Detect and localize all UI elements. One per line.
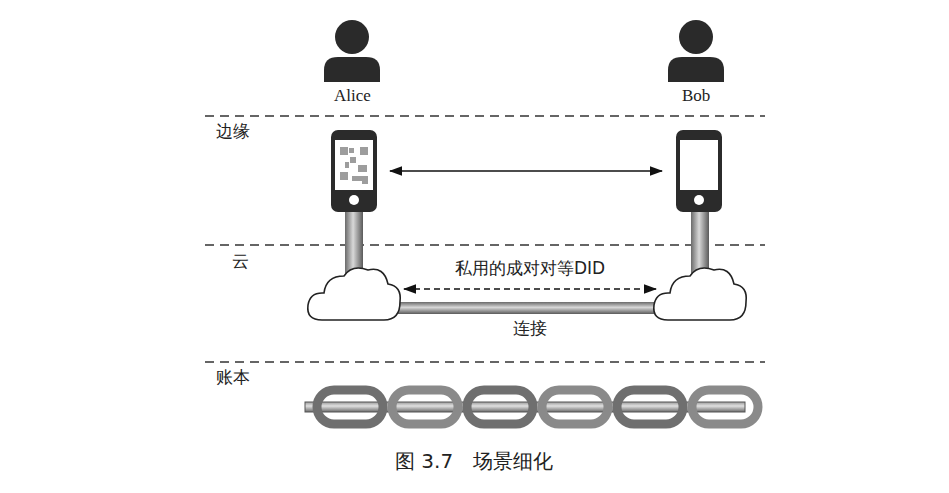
connection-bar <box>390 302 665 314</box>
chain-link <box>317 390 383 424</box>
person: Alice <box>334 86 371 106</box>
layer-label: 边缘 <box>216 121 250 141</box>
layer-label: 账本 <box>216 367 250 387</box>
figure-caption: 图 3.7 场景细化 <box>395 449 553 473</box>
person: Bob <box>682 86 710 106</box>
chain <box>305 390 758 424</box>
layer-label: 云 <box>232 251 249 271</box>
person-name: Alice <box>334 86 371 106</box>
layer-separator <box>205 116 765 362</box>
link-label: 私用的成对对等DID <box>455 258 605 278</box>
chain-link <box>467 390 533 424</box>
chain-link <box>542 390 608 424</box>
person-name: Bob <box>682 86 710 106</box>
did-arrow <box>404 288 656 290</box>
chain-link <box>617 390 683 424</box>
person-icon <box>324 20 724 82</box>
phone-link-arrow <box>390 170 662 172</box>
link-label: 连接 <box>513 318 547 338</box>
chain-link <box>692 390 758 424</box>
phone <box>331 130 722 212</box>
chain-link <box>392 390 458 424</box>
